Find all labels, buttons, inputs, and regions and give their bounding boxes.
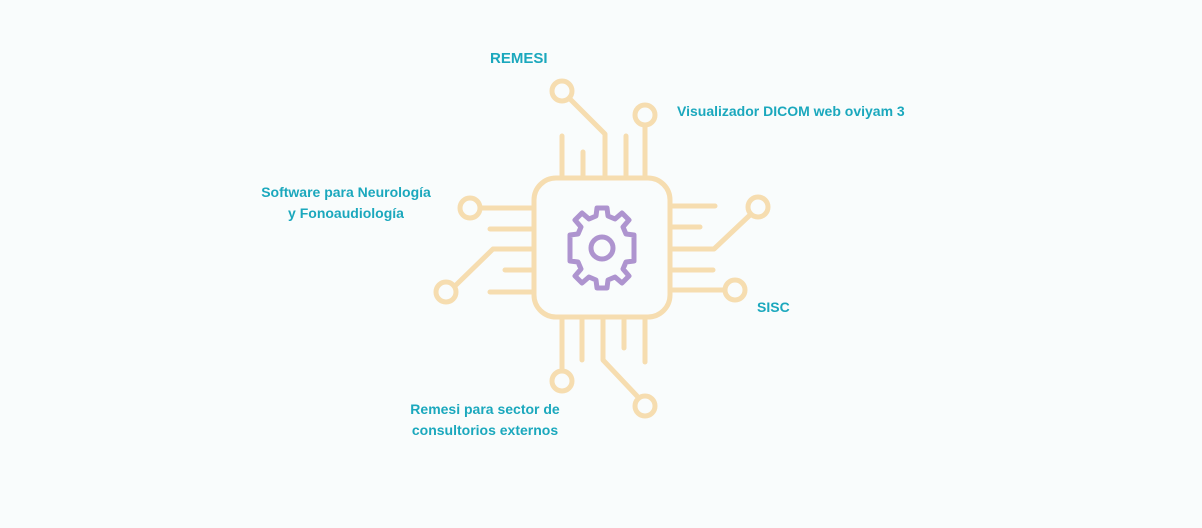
node-label-line: y Fonoaudiología [288, 205, 404, 221]
consult-node-icon [549, 368, 575, 394]
node-label-dicom: Visualizador DICOM web oviyam 3 [677, 101, 905, 122]
left-lower-node-icon [433, 279, 459, 305]
neuro-node-icon [457, 195, 483, 221]
node-label-line: Visualizador DICOM web oviyam 3 [677, 103, 905, 119]
node-label-line: SISC [757, 299, 790, 315]
sisc-node-icon [722, 277, 748, 303]
node-label-consult: Remesi para sector de consultorios exter… [404, 399, 566, 441]
node-label-sisc: SISC [757, 297, 790, 318]
remesi-node-icon [549, 78, 575, 104]
bottom-right-node-icon [632, 393, 658, 419]
node-label-neuro: Software para Neurología y Fonoaudiologí… [246, 182, 446, 224]
dicom-node-icon [632, 102, 658, 128]
node-label-remesi: REMESI [490, 48, 548, 69]
node-label-line: Remesi para sector de [410, 401, 560, 417]
node-label-line: REMESI [490, 50, 548, 67]
node-label-line: consultorios externos [411, 422, 559, 438]
node-label-line: Software para Neurología [261, 184, 431, 200]
gear-icon [567, 205, 637, 291]
right-upper-node-icon [745, 194, 771, 220]
chip-body [531, 175, 673, 320]
